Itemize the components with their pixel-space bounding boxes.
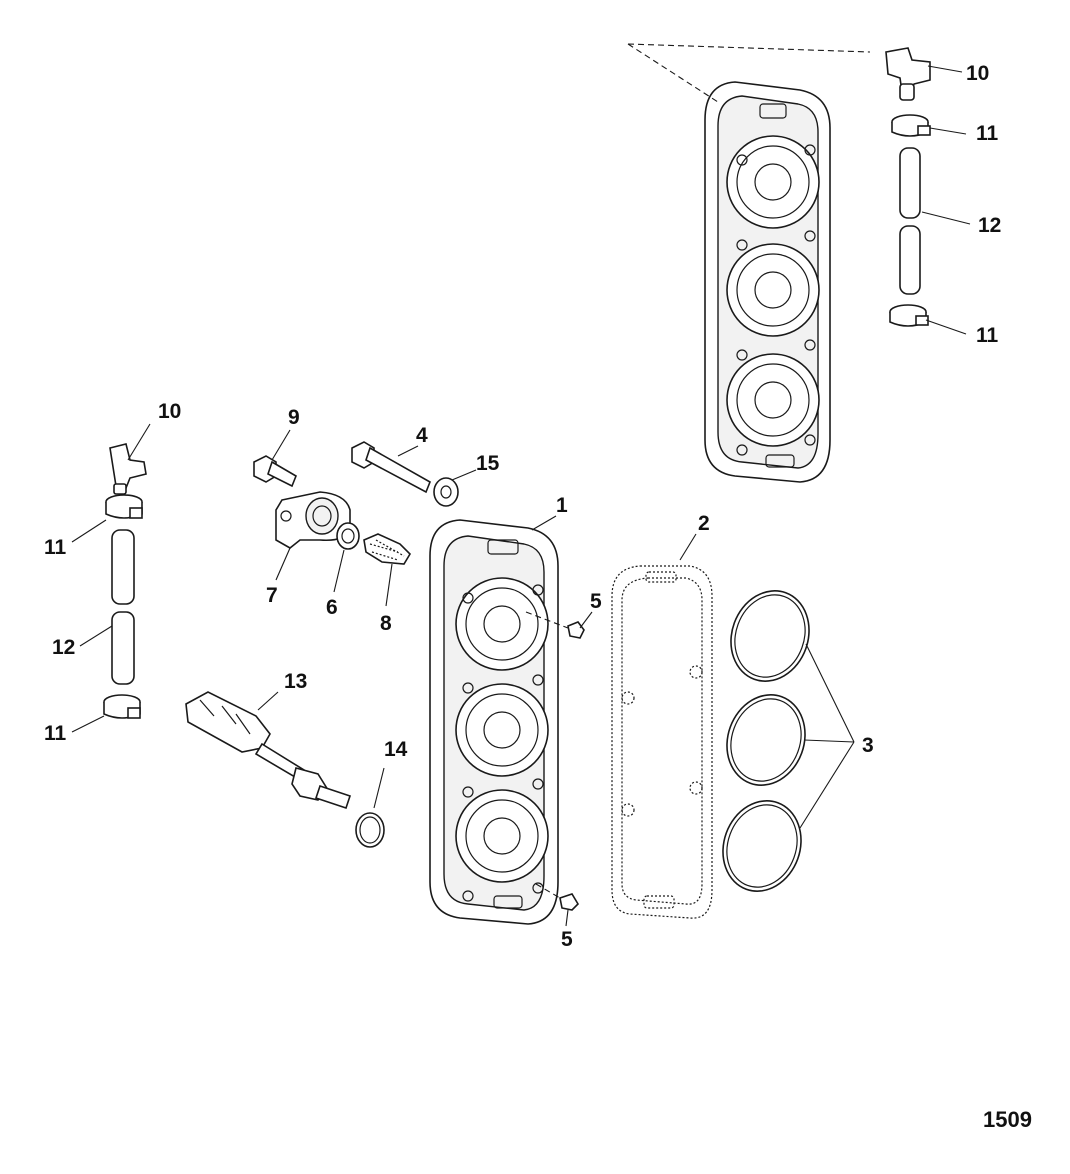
elbow-fitting-left [109, 443, 147, 495]
hose-clamp-left-bottom [103, 694, 141, 719]
thermostat-cover [275, 491, 351, 549]
callout-5-upper: 5 [590, 590, 602, 613]
callout-8: 8 [380, 612, 392, 635]
phantom-line-upper [627, 43, 871, 103]
dowel-pin-upper [567, 621, 585, 639]
phantom-line-dowel-lower [535, 883, 561, 899]
seal-ring-middle [726, 694, 806, 786]
callout-labels: 1 2 3 4 5 5 6 7 8 9 10 10 11 11 11 11 12… [44, 62, 1001, 951]
callout-9: 9 [288, 406, 300, 429]
callout-7: 7 [266, 584, 278, 607]
callout-2: 2 [698, 512, 710, 535]
callout-15: 15 [476, 452, 500, 475]
callout-3: 3 [862, 734, 874, 757]
callout-13: 13 [284, 670, 307, 693]
callout-11-upper-bottom: 11 [976, 324, 999, 347]
bolt-short [253, 455, 297, 488]
temperature-sensor [185, 691, 352, 810]
hose-clamp-left-top [105, 494, 143, 519]
o-ring-small [355, 812, 385, 848]
phantom-line-dowel-upper [525, 611, 569, 629]
seal-ring-bottom [722, 800, 802, 892]
callout-1: 1 [556, 494, 568, 517]
callout-11-left-top: 11 [44, 536, 67, 559]
callout-12-left: 12 [52, 636, 75, 659]
flat-washer [433, 477, 459, 507]
callout-10-left: 10 [158, 400, 181, 423]
callout-10-upper: 10 [966, 62, 989, 85]
callout-12-upper: 12 [978, 214, 1001, 237]
leader-lines [71, 65, 971, 927]
callout-11-left-bottom: 11 [44, 722, 67, 745]
callout-11-upper-top: 11 [976, 122, 999, 145]
hose-clamp-upper-top [891, 114, 931, 137]
callout-5-lower: 5 [561, 928, 573, 951]
figure-id-label: 1509 [983, 1107, 1032, 1132]
cylinder-head-cover-lower [429, 519, 559, 925]
seal-ring-top [730, 590, 810, 682]
bolt-long [351, 441, 432, 494]
cylinder-head-cover-upper [704, 81, 831, 483]
thermostat [363, 533, 412, 565]
callout-4: 4 [416, 424, 428, 447]
hose-upper [899, 147, 921, 295]
dowel-pin-lower [559, 893, 580, 911]
cover-gasket [611, 565, 713, 919]
hose-clamp-upper-bottom [889, 304, 929, 327]
elbow-fitting-upper [885, 47, 931, 101]
callout-6: 6 [326, 596, 338, 619]
hose-left [111, 529, 135, 685]
thermostat-seal [336, 522, 360, 550]
callout-14: 14 [384, 738, 408, 761]
